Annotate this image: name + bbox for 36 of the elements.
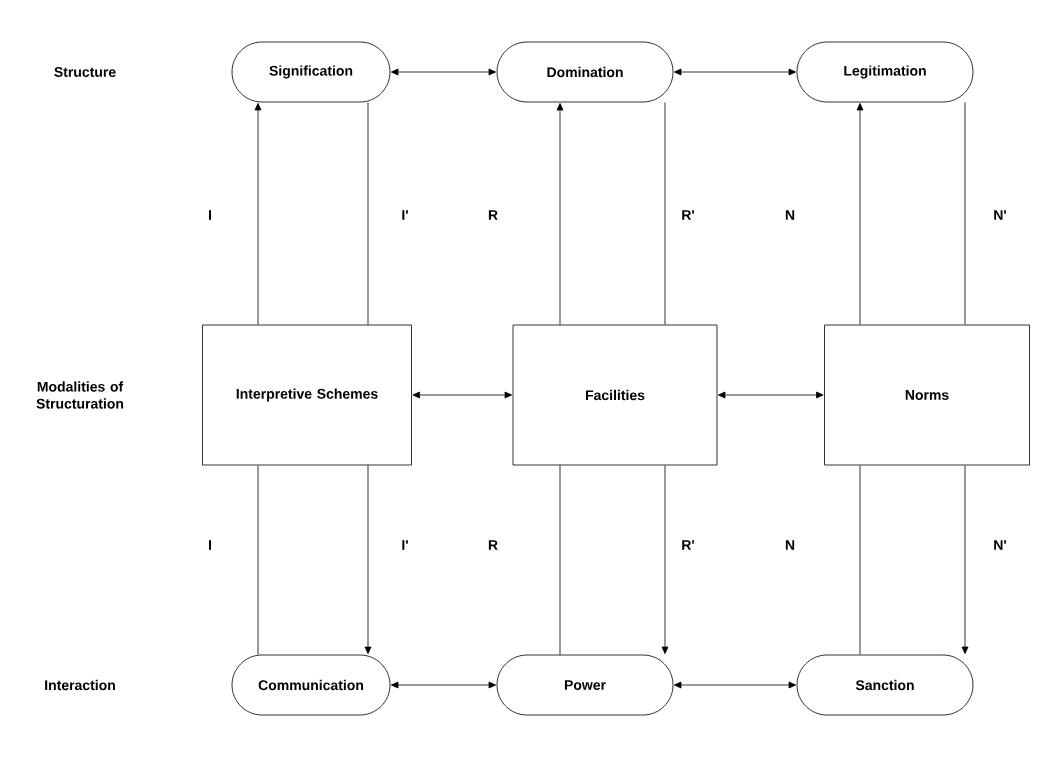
label: N': [994, 540, 1006, 550]
label: N: [785, 210, 795, 220]
label: I: [209, 540, 211, 550]
arrow: [674, 681, 796, 689]
label: R: [488, 210, 498, 220]
arrow: [391, 68, 496, 76]
label: I': [402, 210, 408, 220]
label: R': [682, 540, 694, 550]
arrow: [856, 103, 864, 325]
label: Interaction: [45, 679, 115, 691]
rounded-box: Domination: [496, 41, 674, 103]
arrow: [391, 681, 496, 689]
process-box: Facilities: [512, 324, 718, 466]
arrow: [364, 465, 372, 654]
arrow: [661, 465, 669, 654]
rounded-box: Communication: [231, 654, 391, 716]
label: R: [488, 540, 498, 550]
rounded-box: Signification: [231, 41, 391, 103]
label: I': [402, 540, 408, 550]
label: N': [994, 210, 1006, 220]
label: Modalities of Structuration: [36, 381, 124, 409]
label: N: [785, 540, 795, 550]
rounded-box: Power: [496, 654, 674, 716]
label: I: [209, 210, 211, 220]
rounded-box: Sanction: [796, 654, 974, 716]
arrow: [412, 391, 512, 399]
arrow: [674, 68, 796, 76]
process-box: Norms: [824, 324, 1030, 466]
arrow: [254, 103, 262, 325]
arrow: [556, 103, 564, 325]
label: R': [682, 210, 694, 220]
process-box: Interpretive Schemes: [202, 324, 412, 466]
arrow: [961, 465, 969, 654]
arrow: [718, 391, 824, 399]
rounded-box: Legitimation: [796, 41, 974, 103]
label: Structure: [54, 67, 116, 77]
